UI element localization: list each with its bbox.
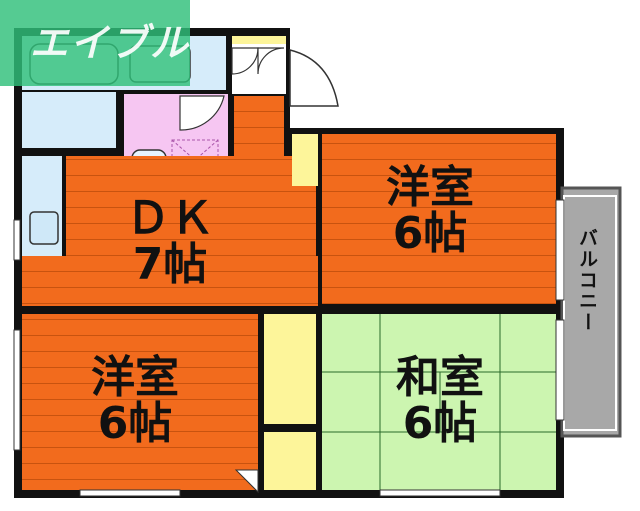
western-room-1-name: 洋室	[386, 162, 474, 213]
logo-text: エイブル	[30, 21, 191, 65]
wet-area-left	[22, 92, 116, 148]
balcony-label: バルコニー	[576, 228, 598, 333]
logo-background	[0, 0, 190, 86]
japanese-room-label: 和室 6帖	[365, 352, 515, 450]
japanese-room-size: 6帖	[402, 398, 478, 450]
closet-2	[264, 432, 316, 490]
western-room-2-label: 洋室 6帖	[60, 352, 210, 450]
logo: エイブル	[0, 0, 190, 86]
western-room-2-size: 6帖	[97, 398, 173, 450]
dk-name: ＤＫ	[126, 193, 214, 244]
western-room-2	[22, 314, 258, 490]
dk-size: 7帖	[132, 239, 208, 291]
western-room-2-name: 洋室	[91, 352, 179, 403]
japanese-room	[322, 314, 556, 490]
closet-1	[264, 314, 316, 424]
western-room-1-size: 6帖	[392, 208, 468, 260]
western-room-1-label: 洋室 6帖	[355, 162, 505, 260]
japanese-room-name: 和室	[396, 352, 484, 403]
dk-label: ＤＫ 7帖	[95, 193, 245, 291]
